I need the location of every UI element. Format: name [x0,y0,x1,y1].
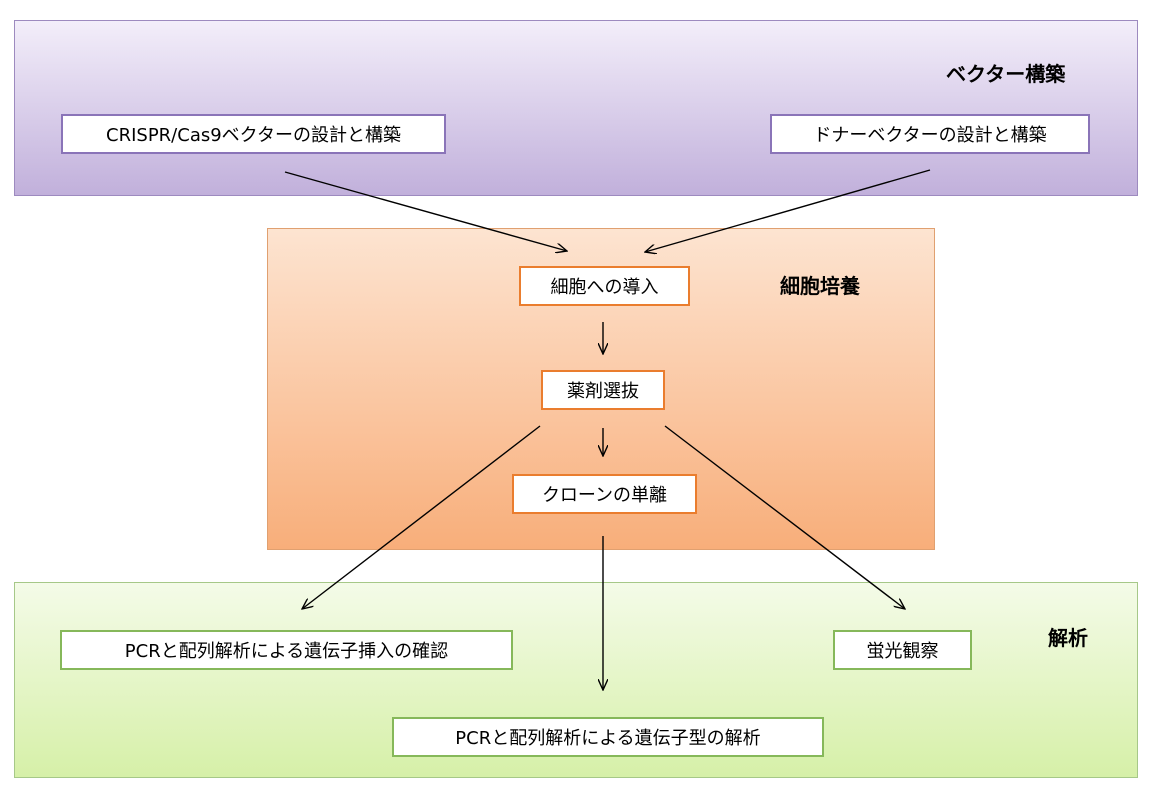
vector-construction-panel [14,20,1138,196]
section-title-culture: 細胞培養 [780,274,860,298]
section-title-analysis: 解析 [1048,626,1088,650]
drug-selection-box: 薬剤選抜 [541,370,665,410]
genotype-analysis-box: PCRと配列解析による遺伝子型の解析 [392,717,824,757]
crispr-vector-design-box: CRISPR/Cas9ベクターの設計と構築 [61,114,446,154]
transfection-box: 細胞への導入 [519,266,690,306]
donor-vector-design-box: ドナーベクターの設計と構築 [770,114,1090,154]
section-title-vector: ベクター構築 [946,62,1066,86]
clone-isolation-box: クローンの単離 [512,474,697,514]
fluorescence-observation-box: 蛍光観察 [833,630,972,670]
insertion-check-box: PCRと配列解析による遺伝子挿入の確認 [60,630,513,670]
